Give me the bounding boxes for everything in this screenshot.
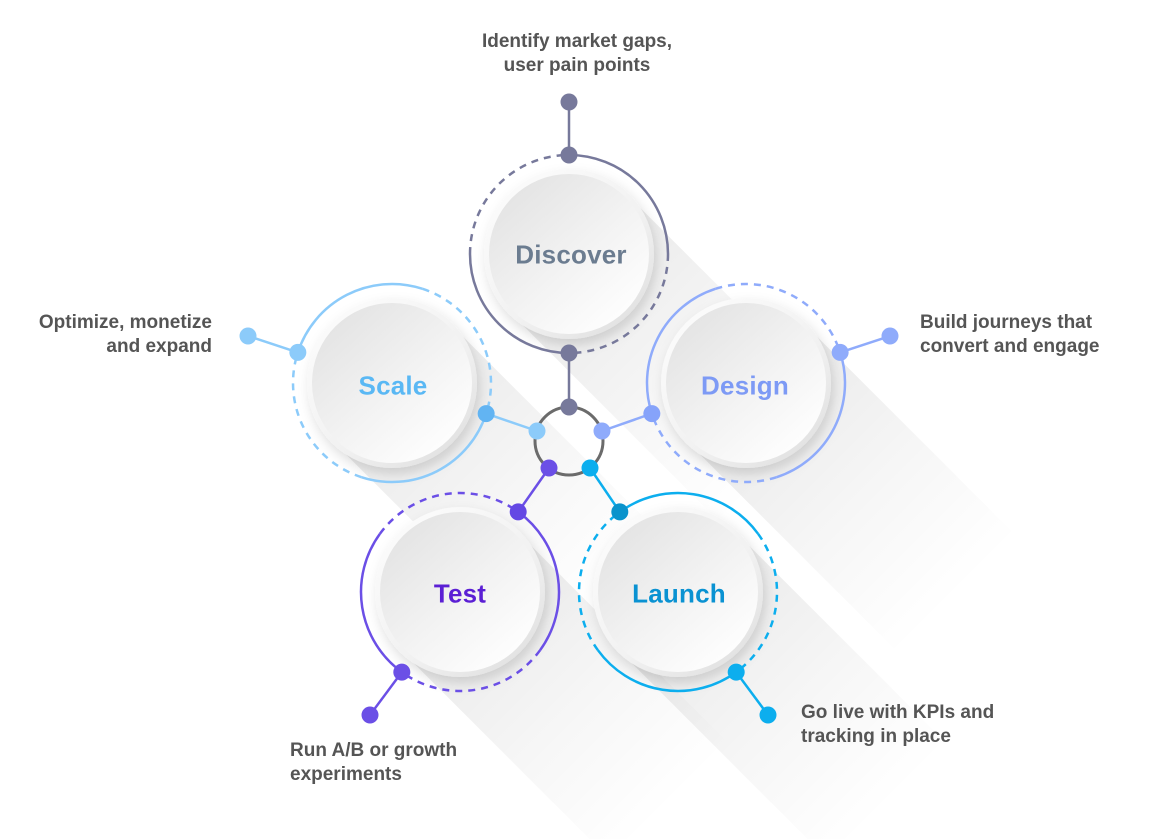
launch-ring-solid-arc: [619, 491, 760, 535]
hub-node-scale: [528, 422, 546, 440]
launch-ring-node-outer: [727, 663, 745, 681]
discover-ring-node-inner: [560, 344, 578, 362]
stage-title-discover: Discover: [515, 239, 627, 270]
test-outer-connector: [368, 671, 403, 716]
launch-outer-connector: [735, 671, 770, 716]
test-label-node: [361, 706, 379, 724]
scale-ring-solid-arc: [361, 413, 488, 484]
design-ring-node-inner: [643, 405, 661, 423]
description-line: and expand: [106, 336, 212, 357]
discover-label-node: [560, 93, 578, 111]
hub-node-test: [540, 459, 558, 477]
stage-description-discover: Identify market gaps, user pain points: [482, 30, 672, 78]
scale-ring-dashed-arc: [291, 352, 362, 479]
design-ring-solid-arc: [776, 352, 847, 479]
description-line: Run A/B or growth: [290, 740, 458, 761]
discover-ring-node-outer: [560, 146, 578, 164]
test-ring-node-outer: [393, 663, 411, 681]
scale-disc: [312, 303, 472, 463]
hub-node-discover: [560, 398, 578, 416]
description-line: Identify market gaps,: [481, 31, 673, 52]
design-ring-solid-arc: [645, 287, 716, 414]
scale-hub-connector: [485, 412, 538, 433]
discover-disc: [489, 174, 649, 334]
scale-label-node: [239, 327, 257, 345]
design-hub-connector: [601, 412, 653, 433]
description-line: convert and engage: [920, 336, 1100, 357]
test-hub-connector: [517, 467, 551, 513]
scale-ring-solid-arc: [296, 282, 423, 353]
launch-ring-node-inner: [611, 503, 629, 521]
design-label-node: [881, 327, 899, 345]
design-ring-dashed-arc: [650, 413, 777, 484]
launch-label-node: [759, 706, 777, 724]
stage-title-test: Test: [433, 578, 487, 609]
stage-title-launch: Launch: [632, 578, 726, 609]
test-disc: [380, 512, 540, 672]
stage-title-design: Design: [701, 370, 789, 401]
scale-ring-node-inner: [477, 405, 495, 423]
stage-title-scale: Scale: [358, 370, 428, 401]
description-line: Go live with KPIs and: [801, 702, 995, 723]
test-ring-solid-arc: [517, 510, 561, 651]
description-line: user pain points: [503, 55, 651, 76]
hub-node-launch: [581, 459, 599, 477]
design-outer-connector: [839, 334, 891, 354]
stage-description-design: Build journeys that convert and engage: [920, 311, 1100, 359]
nodes-layer: [239, 93, 899, 724]
design-ring-node-outer: [831, 343, 849, 361]
launch-ring-dashed-arc: [735, 533, 779, 674]
stage-discs-layer: [307, 169, 831, 677]
connectors-layer: [247, 102, 891, 716]
test-ring-solid-arc: [359, 533, 403, 674]
description-line: tracking in place: [801, 726, 951, 747]
stage-description-launch: Go live with KPIs and tracking in place: [801, 701, 994, 749]
launch-disc: [598, 512, 758, 672]
discover-ring-dashed-arc: [468, 153, 570, 255]
design-disc: [666, 303, 826, 463]
scale-ring-dashed-arc: [422, 287, 493, 414]
launch-hub-connector: [588, 467, 621, 513]
discover-ring-dashed-arc: [568, 253, 670, 355]
stage-description-scale: Optimize, monetize and expand: [39, 311, 212, 359]
scale-outer-connector: [247, 334, 299, 354]
description-line: experiments: [290, 764, 402, 785]
launch-ring-dashed-arc: [577, 510, 621, 651]
design-ring-dashed-arc: [715, 282, 842, 353]
test-ring-dashed-arc: [401, 649, 542, 693]
description-line: Optimize, monetize: [38, 312, 212, 333]
test-ring-dashed-arc: [378, 491, 519, 535]
test-ring-node-inner: [509, 503, 527, 521]
stage-rings-layer: [291, 153, 847, 693]
hub-node-design: [593, 422, 611, 440]
launch-ring-solid-arc: [596, 649, 737, 693]
discover-ring-solid-arc: [468, 253, 570, 355]
scale-ring-node-outer: [289, 343, 307, 361]
discover-ring-solid-arc: [568, 153, 670, 255]
stage-description-test: Run A/B or growth experiments: [290, 739, 457, 787]
description-line: Build journeys that: [920, 312, 1093, 333]
